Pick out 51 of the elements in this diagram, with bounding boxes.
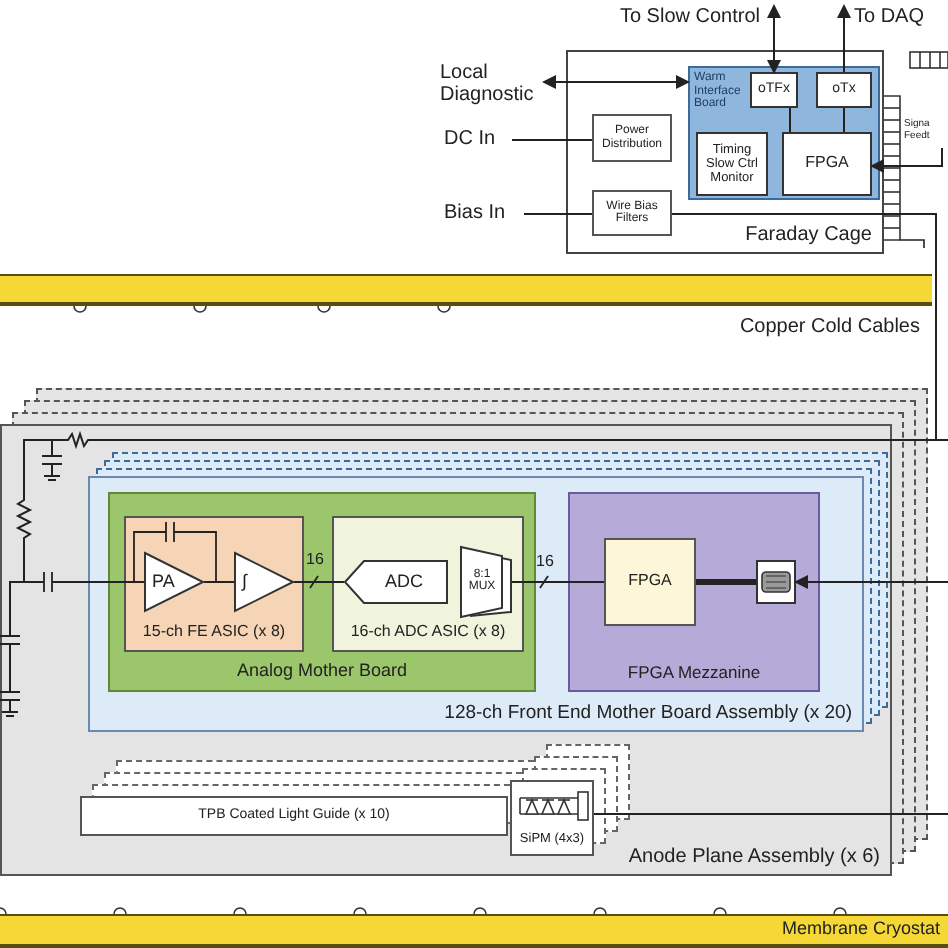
cable-band	[0, 914, 948, 948]
connector-icon	[756, 560, 796, 604]
band-label: Copper Cold Cables	[739, 316, 920, 338]
process-box	[750, 72, 798, 108]
process-box	[592, 190, 672, 236]
box-label: FPGA	[626, 573, 674, 591]
board-panel	[688, 66, 880, 200]
light-guide-bar	[80, 796, 508, 836]
board-panel	[568, 492, 820, 692]
process-box	[696, 132, 768, 196]
assembly-panel	[0, 424, 892, 876]
box-label: FPGA Mezzanine	[625, 663, 763, 682]
board-panel	[88, 476, 864, 732]
amplifier-triangle	[144, 552, 204, 612]
board-panel	[108, 492, 536, 692]
text-label: To Slow Control	[612, 4, 760, 32]
text-label: Bias In	[444, 200, 524, 228]
chip-box	[124, 516, 304, 652]
adc-label: ADC	[382, 572, 425, 592]
amplifier-label: PA	[152, 572, 175, 592]
cage-box	[566, 50, 884, 254]
amplifier-triangle	[234, 552, 294, 612]
process-box	[592, 114, 672, 162]
box-label: Analog Mother Board	[234, 662, 410, 682]
process-box	[604, 538, 696, 626]
adc-pentagon	[344, 560, 448, 604]
connector-arrow	[837, 4, 851, 73]
text-label: To DAQ	[854, 4, 942, 32]
edge-label: 16	[306, 552, 324, 568]
box-label: FPGA	[803, 155, 851, 173]
process-box	[782, 132, 872, 196]
band-label: Membrane Cryostat	[781, 920, 940, 940]
connector-arrow	[794, 575, 948, 589]
process-box	[816, 72, 872, 108]
text-label: DC In	[444, 126, 512, 154]
multiplexer-trapezoid	[460, 546, 512, 618]
chip-box	[332, 516, 524, 652]
connector-arrow	[767, 4, 781, 74]
amplifier-label: ∫	[242, 572, 247, 592]
connector-arrow	[542, 75, 690, 89]
box-label: Faraday Cage	[745, 224, 872, 246]
box-label: Anode Plane Assembly (x 6)	[628, 846, 880, 868]
cable-band	[0, 274, 932, 306]
edge-label: 16	[536, 554, 554, 570]
box-label: 15-ch FE ASIC (x 8)	[140, 624, 288, 642]
text-label: Local Diagnostic	[440, 58, 544, 110]
connector-arrow	[870, 147, 943, 173]
connector-arrow	[9, 213, 937, 713]
sensor-box	[510, 780, 594, 856]
box-label: 16-ch ADC ASIC (x 8)	[348, 624, 508, 642]
box-label: 128-ch Front End Mother Board Assembly (x 20)	[444, 703, 852, 724]
